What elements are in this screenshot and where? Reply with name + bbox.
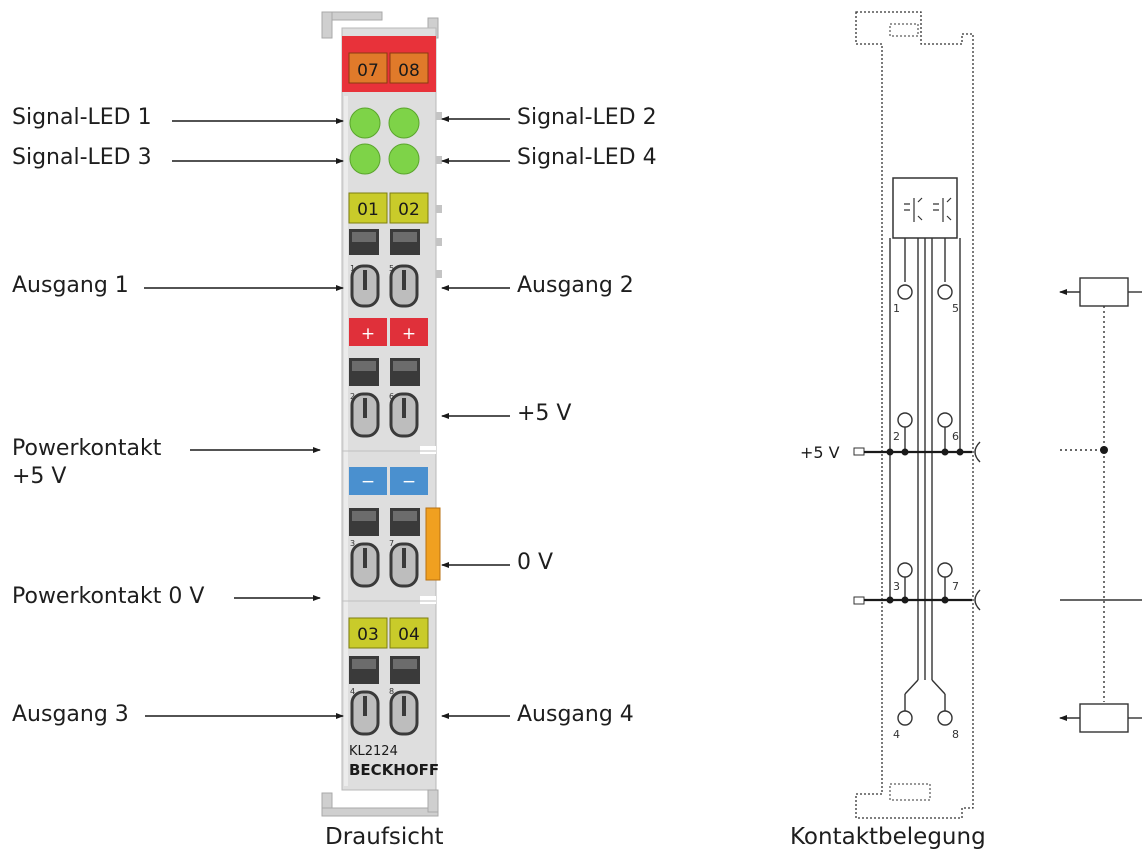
signal-led-2 [388, 107, 420, 139]
label-08 [389, 52, 429, 84]
signal-led-4 [388, 143, 420, 175]
plus-label-right [390, 318, 428, 346]
schematic-pin-8: 8 [952, 728, 959, 741]
pin-4: 4 [350, 687, 355, 696]
label-03 [348, 617, 388, 649]
contact-group-4 [349, 656, 420, 736]
leader-lines [144, 116, 510, 719]
brand-name: BECKHOFF [349, 761, 439, 779]
label-02-text: 02 [398, 200, 420, 220]
label-04-text: 04 [398, 625, 420, 645]
callout-power-contact-5v-line1: Powerkontakt [12, 436, 162, 461]
pin-7: 7 [389, 539, 394, 548]
callout-output-3: Ausgang 3 [12, 702, 129, 727]
label-01-text: 01 [357, 200, 379, 220]
contact-schematic: 1 5 2 6 3 7 4 8 +5 V [800, 11, 1142, 819]
callout-zero-v: 0 V [517, 550, 554, 575]
schematic-pin-2: 2 [893, 430, 900, 443]
caption-contact-assignment: Kontaktbelegung [790, 824, 986, 850]
label-01 [348, 192, 388, 224]
contact-group-3 [349, 508, 420, 588]
callout-signal-led-4: Signal-LED 4 [517, 145, 657, 170]
label-08-text: 08 [398, 61, 420, 81]
pin-6: 6 [389, 392, 394, 401]
pin-8: 8 [389, 687, 394, 696]
label-03-text: 03 [357, 625, 379, 645]
schematic-supply-label: +5 V [800, 443, 840, 462]
schematic-pin-1: 1 [893, 302, 900, 315]
contact-group-2 [349, 358, 420, 438]
schematic-pin-4: 4 [893, 728, 900, 741]
plus-symbol-left: + [361, 324, 375, 344]
signal-leds [349, 107, 420, 175]
plus-symbol-right: + [402, 324, 416, 344]
contact-group-1 [349, 229, 420, 308]
callout-signal-led-1: Signal-LED 1 [12, 105, 152, 130]
signal-led-3 [349, 143, 381, 175]
pin-3: 3 [350, 539, 355, 548]
orange-power-tab [425, 507, 441, 581]
schematic-outline [855, 11, 974, 819]
minus-label-right [390, 467, 428, 495]
caption-top-view: Draufsicht [325, 824, 444, 850]
signal-led-1 [349, 107, 381, 139]
plus-label-left [349, 318, 387, 346]
callout-signal-led-3: Signal-LED 3 [12, 145, 152, 170]
pin-5: 5 [389, 264, 394, 273]
callout-output-2: Ausgang 2 [517, 273, 634, 298]
label-07 [348, 52, 388, 84]
callout-output-1: Ausgang 1 [12, 273, 129, 298]
schematic-pin-6: 6 [952, 430, 959, 443]
bottom-rail-clip [321, 789, 439, 817]
schematic-pin-5: 5 [952, 302, 959, 315]
callout-plus-5v: +5 V [517, 401, 572, 426]
label-07-text: 07 [357, 61, 379, 81]
callout-signal-led-2: Signal-LED 2 [517, 105, 657, 130]
label-02 [389, 192, 429, 224]
optocoupler-box [892, 177, 958, 239]
callout-output-4: Ausgang 4 [517, 702, 634, 727]
pin-2: 2 [350, 392, 355, 401]
schematic-pin-3: 3 [893, 580, 900, 593]
label-04 [389, 617, 429, 649]
pin-1: 1 [350, 264, 355, 273]
schematic-pin-7: 7 [952, 580, 959, 593]
external-loads [1059, 277, 1142, 733]
minus-symbol-left: − [361, 472, 375, 492]
callout-power-contact-0v: Powerkontakt 0 V [12, 584, 205, 609]
minus-symbol-right: − [402, 472, 416, 492]
minus-label-left [349, 467, 387, 495]
model-number: KL2124 [349, 744, 398, 759]
callout-power-contact-5v-line2: +5 V [12, 464, 67, 489]
